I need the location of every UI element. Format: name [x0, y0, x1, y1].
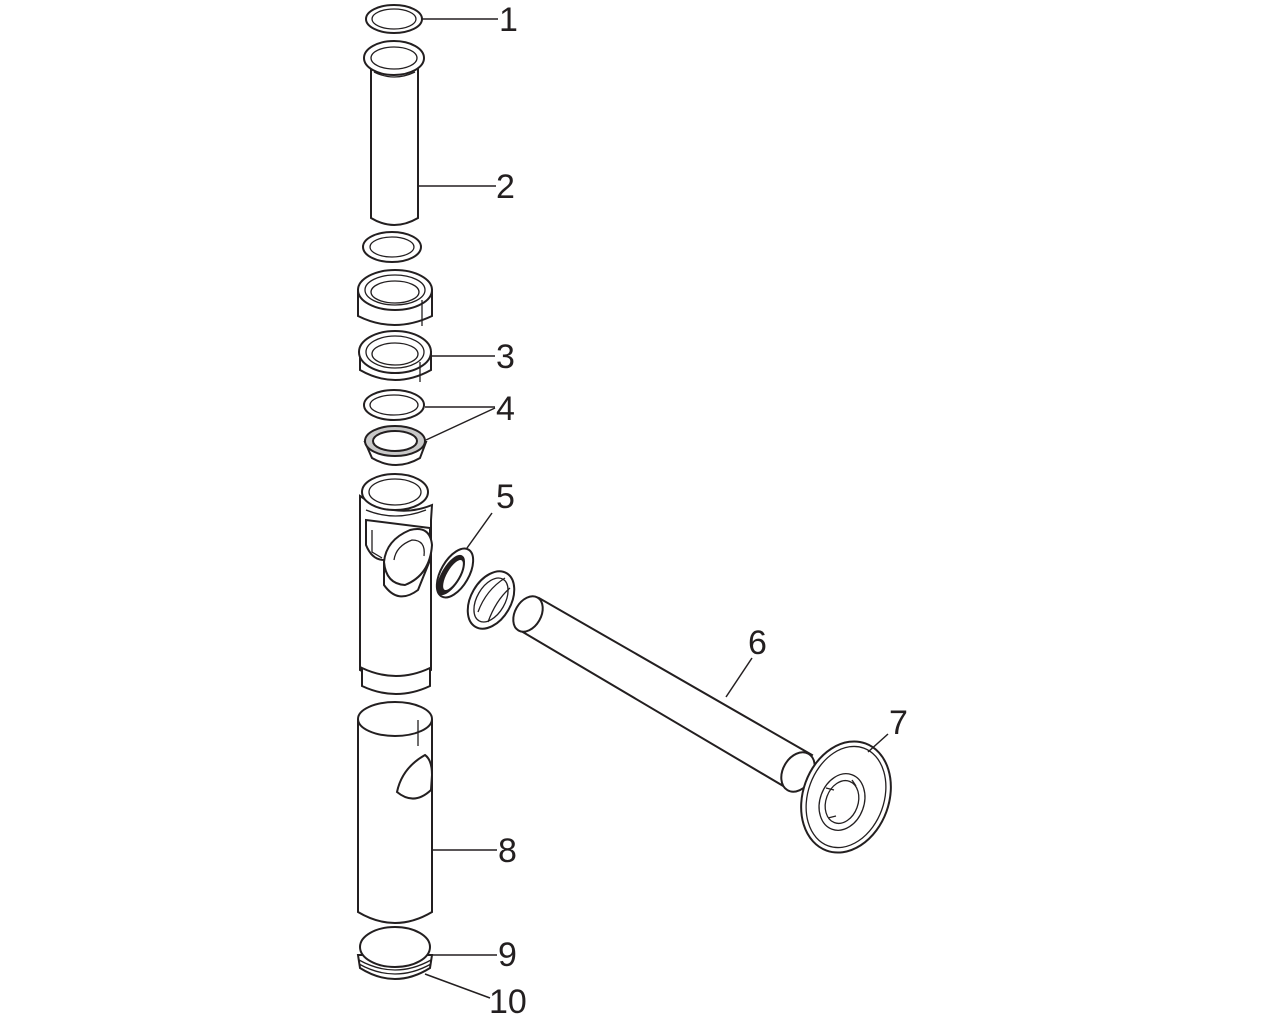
leader-6	[725, 657, 753, 698]
upper-nut	[357, 269, 433, 326]
callout-6: 6	[748, 624, 767, 662]
callout-7: 7	[889, 704, 908, 742]
part-9-cap	[356, 926, 434, 980]
callout-1: 1	[499, 1, 518, 39]
leader-lines	[418, 18, 889, 999]
part-2-inlet-tube	[363, 40, 425, 226]
trap-body	[359, 473, 434, 695]
callout-labels: 1 2 3 4 5 6 7 8 9 10	[489, 1, 908, 1021]
leader-4b	[425, 407, 496, 441]
part-5-seal	[435, 547, 475, 599]
part-6-pipe	[512, 595, 816, 793]
leader-10	[424, 973, 491, 999]
callout-10: 10	[489, 983, 527, 1021]
callout-2: 2	[496, 168, 515, 206]
part-3-nut	[358, 330, 432, 382]
callout-5: 5	[496, 478, 515, 516]
leader-7	[867, 733, 889, 753]
part-7-rosette	[800, 740, 892, 854]
part-5-connector	[466, 570, 516, 630]
callout-4: 4	[496, 390, 515, 428]
leader-5	[466, 512, 493, 549]
callout-8: 8	[498, 832, 517, 870]
tube-seal-ring	[362, 231, 422, 263]
part-1-seal-ring	[365, 4, 423, 34]
part-8-lower-tube	[357, 701, 434, 924]
callout-9: 9	[498, 936, 517, 974]
callout-3: 3	[496, 338, 515, 376]
part-4-seal-ring	[363, 389, 425, 421]
part-4-cone-washer	[363, 425, 428, 466]
